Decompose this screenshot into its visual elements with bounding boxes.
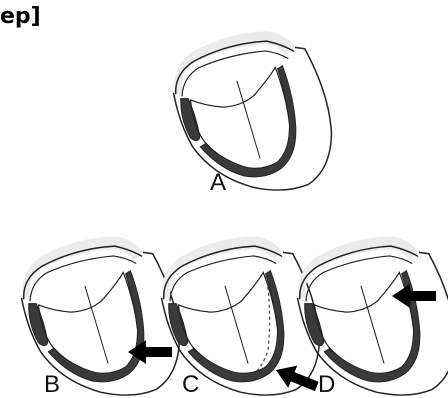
- tooth-b: [11, 223, 193, 398]
- dashed-outline-c: [248, 275, 270, 378]
- label-b: B: [44, 371, 60, 398]
- label-c: C: [182, 371, 199, 398]
- panel-a: A: [163, 18, 345, 212]
- label-d: D: [318, 371, 335, 398]
- arrow-c-icon: [272, 359, 322, 398]
- label-a: A: [210, 169, 226, 196]
- panel-b: B: [11, 223, 193, 398]
- tooth-a: [163, 18, 345, 212]
